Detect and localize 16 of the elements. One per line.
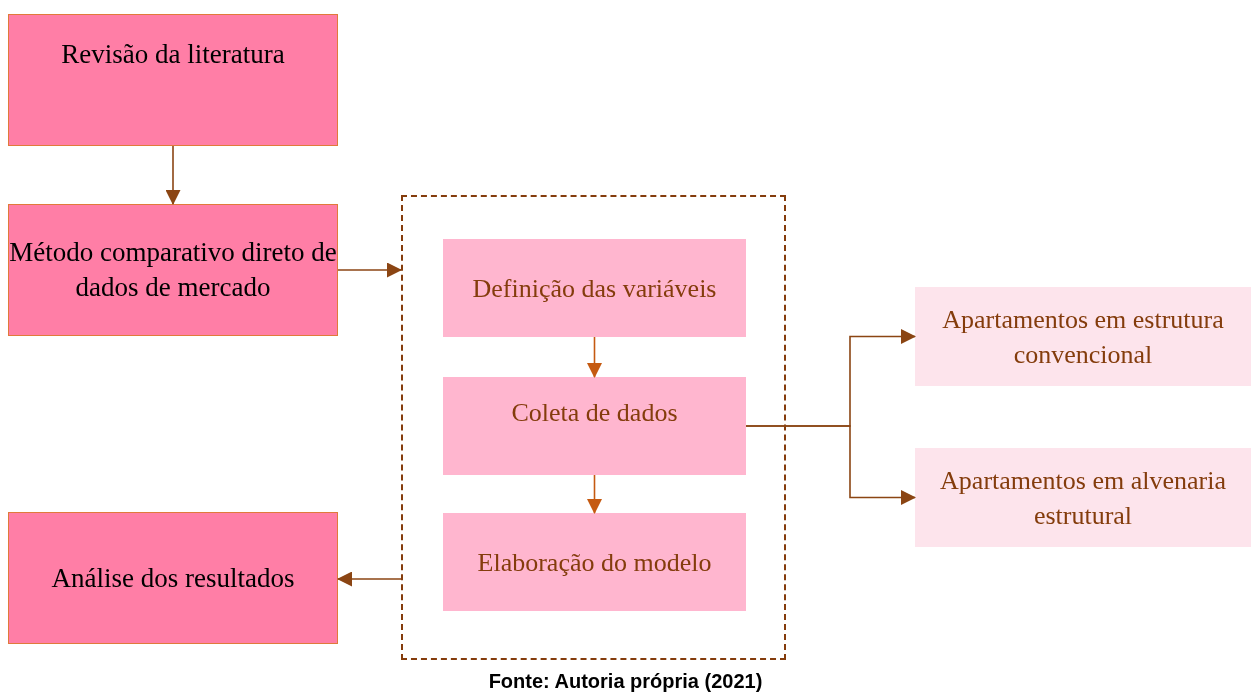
process-box: Coleta de dados	[443, 377, 746, 475]
arrow	[165, 145, 181, 205]
process-box: Apartamentos em alvenaria estrutural	[915, 448, 1251, 547]
arrow	[337, 571, 402, 587]
process-box: Método comparativo direto de dados de mercado	[8, 204, 338, 336]
process-box: Apartamentos em estrutura convencional	[915, 287, 1251, 386]
process-box: Análise dos resultados	[8, 512, 338, 644]
process-box: Elaboração do modelo	[443, 513, 746, 611]
process-box: Definição das variáveis	[443, 239, 746, 337]
caption: Fonte: Autoria própria (2021)	[488, 670, 763, 693]
process-box: Revisão da literatura	[8, 14, 338, 146]
arrow	[745, 425, 916, 505]
arrow	[587, 474, 602, 514]
dashed-group-box	[401, 195, 786, 660]
arrow	[587, 336, 602, 378]
arrow	[337, 262, 402, 278]
